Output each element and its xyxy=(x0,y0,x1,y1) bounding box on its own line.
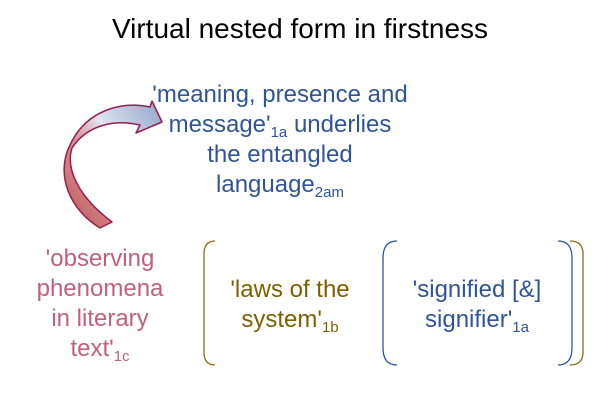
text-line: 'observing xyxy=(45,245,155,272)
outer-right-bracket xyxy=(569,240,584,366)
inner-left-bracket xyxy=(382,240,398,366)
text-line: phenomena xyxy=(36,275,164,302)
laws-of-system-text: 'laws of the system'1b xyxy=(205,275,375,335)
subscript: 1a xyxy=(512,319,529,336)
outer-left-bracket xyxy=(203,240,216,366)
inner-right-bracket xyxy=(557,240,573,366)
text-line: signifier'1a xyxy=(382,305,572,335)
text-span: system' xyxy=(241,306,322,333)
text-line: system'1b xyxy=(205,305,375,335)
page-title: Virtual nested form in firstness xyxy=(111,13,489,44)
text-span: underlies xyxy=(293,111,392,138)
observing-phenomena-text: 'observing phenomena in literary text'1c xyxy=(0,244,200,364)
text-line: 'meaning, presence and xyxy=(152,81,408,108)
text-line: 'signified [&] xyxy=(412,276,542,303)
text-line: language2am xyxy=(120,170,440,200)
signified-signifier-text: 'signified [&] signifier'1a xyxy=(382,275,572,335)
curved-arrow-icon xyxy=(63,100,163,229)
subscript: 1b xyxy=(321,319,339,336)
text-line: the entangled xyxy=(207,141,353,168)
text-span: text' xyxy=(70,335,114,362)
text-span: language xyxy=(216,171,315,198)
text-line: message'1a underlies xyxy=(120,110,440,140)
subscript: 1a xyxy=(270,124,288,141)
text-span: message' xyxy=(168,111,271,138)
text-line: text'1c xyxy=(0,334,200,364)
meaning-presence-message-text: 'meaning, presence and message'1a underl… xyxy=(120,80,440,200)
text-line: in literary xyxy=(51,305,149,332)
subscript: 1c xyxy=(113,348,130,365)
text-span: signifier' xyxy=(425,306,513,333)
subscript: 2am xyxy=(314,184,344,201)
text-line: 'laws of the xyxy=(230,276,350,303)
